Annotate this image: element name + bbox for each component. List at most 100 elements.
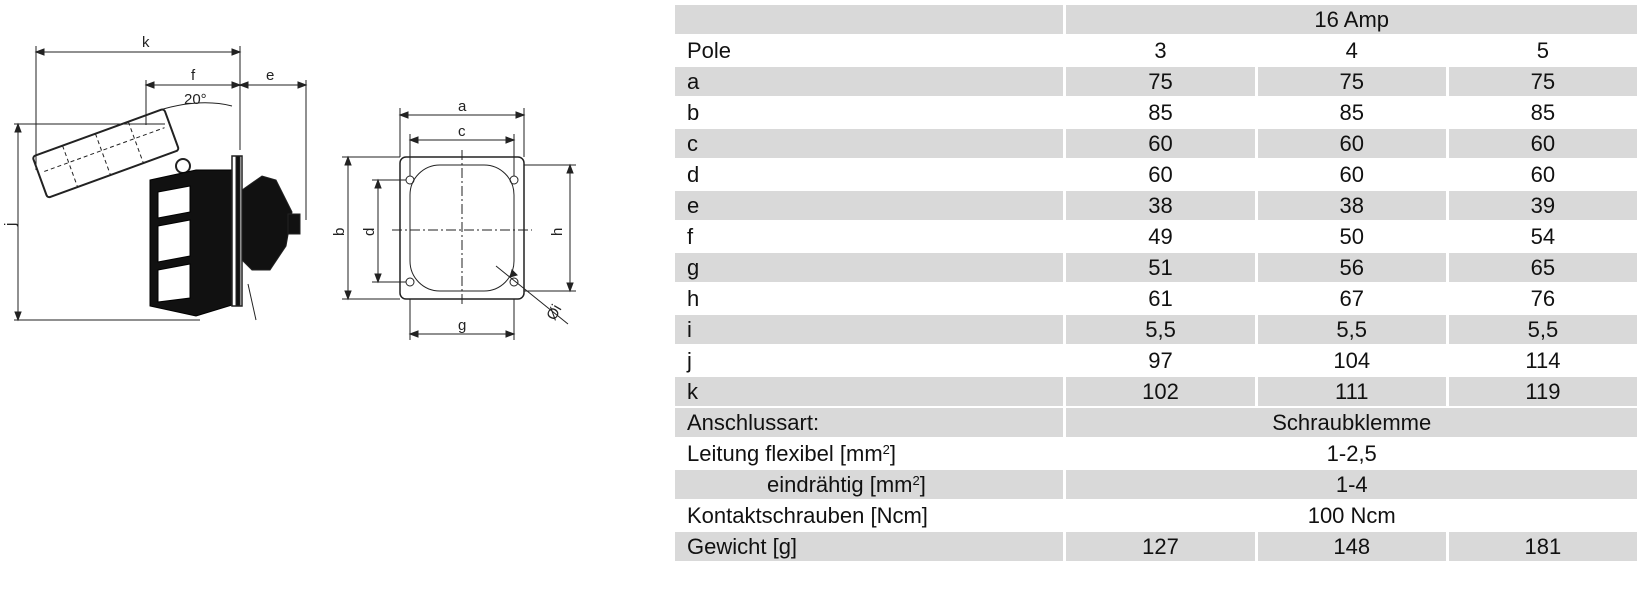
label-b: b [331, 228, 348, 236]
front-view [342, 108, 576, 340]
dimension-value: 75 [1257, 67, 1446, 96]
pole-row: Pole 3 4 5 [675, 36, 1637, 65]
dimension-value: 67 [1339, 286, 1364, 311]
solid-label-text: eindrähtig [mm [767, 472, 913, 497]
dimension-drawing-svg: k f e 20° j [2, 34, 576, 340]
technical-drawing: k f e 20° j [0, 0, 640, 605]
label-h: h [549, 228, 566, 236]
label-j: j [2, 223, 19, 227]
dimension-value: 85 [1148, 100, 1173, 125]
label-f: f [191, 67, 196, 84]
dimension-label: a [675, 67, 1064, 96]
dimension-value: 39 [1448, 191, 1637, 220]
label-a: a [458, 98, 467, 115]
dimension-value: 5,5 [1257, 315, 1446, 344]
weight-row: Gewicht [g] 127 148 181 [675, 532, 1637, 561]
table-row: d 60 60 60 [675, 160, 1637, 189]
dimension-value: 111 [1257, 377, 1446, 406]
label-angle: 20° [184, 91, 207, 108]
amp-group-header: 16 Amp [1066, 5, 1637, 34]
label-c: c [458, 123, 466, 140]
flexible-value: 1-2,5 [1326, 441, 1377, 466]
connection-label: Anschlussart: [675, 408, 1064, 437]
dimension-value: 60 [1066, 129, 1255, 158]
dimension-value: 38 [1257, 191, 1446, 220]
dimension-value: 60 [1448, 129, 1637, 158]
flexible-label-text: Leitung flexibel [mm [687, 441, 883, 466]
pole-value: 3 [1154, 38, 1167, 63]
dimension-value: 114 [1525, 348, 1561, 373]
dimension-value: 60 [1148, 162, 1173, 187]
weight-value: 148 [1257, 532, 1446, 561]
label-e: e [266, 67, 274, 84]
solid-value: 1-4 [1066, 470, 1637, 499]
dimension-value: 51 [1066, 253, 1255, 282]
dimension-value: 76 [1530, 286, 1556, 311]
screws-value: 100 Ncm [1307, 503, 1396, 528]
dimension-value: 85 [1339, 100, 1364, 125]
dimension-value: 75 [1448, 67, 1637, 96]
label-d: d [361, 228, 378, 236]
dimension-label: c [675, 129, 1064, 158]
flexible-label: Leitung flexibel [mm2] [675, 439, 1063, 468]
label-g: g [458, 317, 466, 334]
front-view-labels: a c b d h g Øi [331, 98, 566, 334]
label-i: Øi [543, 302, 565, 323]
dimension-label: f [687, 224, 694, 249]
dimension-label: e [675, 191, 1064, 220]
dimension-value: 102 [1066, 377, 1255, 406]
dimension-label: d [687, 162, 700, 187]
table-row: h 61 67 76 [675, 284, 1637, 313]
solid-row: eindrähtig [mm2] 1-4 [675, 470, 1637, 499]
dimension-value: 119 [1448, 377, 1637, 406]
dimension-value: 61 [1148, 286, 1173, 311]
side-view-labels: k f e 20° j [2, 34, 274, 227]
table-row: f 49 50 54 [675, 222, 1637, 251]
solid-label-sup: 2 [912, 473, 920, 488]
dimension-value: 65 [1448, 253, 1637, 282]
screws-row: Kontaktschrauben [Ncm] 100 Ncm [675, 501, 1637, 530]
dimension-value: 60 [1339, 162, 1364, 187]
dimension-value: 97 [1148, 348, 1173, 373]
dimension-value: 85 [1530, 100, 1556, 125]
dimension-value: 49 [1148, 224, 1173, 249]
solid-label: eindrähtig [mm2] [675, 470, 1064, 499]
dimension-value: 75 [1066, 67, 1255, 96]
weight-value: 127 [1066, 532, 1255, 561]
dimension-value: 60 [1530, 162, 1556, 187]
spec-table-footer: Anschlussart: Schraubklemme Leitung flex… [675, 408, 1637, 561]
dimension-value: 56 [1257, 253, 1446, 282]
weight-value: 181 [1448, 532, 1637, 561]
pole-label: Pole [687, 38, 732, 63]
dimension-label: j [687, 348, 692, 373]
dimension-value: 5,5 [1448, 315, 1637, 344]
dimension-value: 104 [1333, 348, 1371, 373]
pole-value: 5 [1536, 38, 1550, 63]
dimension-value: 54 [1530, 224, 1556, 249]
dimension-value: 50 [1339, 224, 1364, 249]
dimension-value: 5,5 [1066, 315, 1255, 344]
flexible-row: Leitung flexibel [mm2] 1-2,5 [675, 439, 1637, 468]
pole-value: 4 [1345, 38, 1358, 63]
flexible-label-close: ] [889, 441, 897, 466]
dimension-label: i [675, 315, 1064, 344]
screws-label: Kontaktschrauben [Ncm] [687, 503, 928, 528]
dimension-label: b [687, 100, 700, 125]
side-view [14, 46, 308, 322]
solid-label-close: ] [919, 472, 926, 497]
dimension-label: h [687, 286, 700, 311]
table-header-row: 16 Amp [675, 5, 1637, 34]
dimension-value: 38 [1066, 191, 1255, 220]
dimension-value: 60 [1257, 129, 1446, 158]
table-row: j 97 104 114 [675, 346, 1637, 375]
dimension-label: k [675, 377, 1064, 406]
flexible-label-sup: 2 [882, 442, 890, 457]
